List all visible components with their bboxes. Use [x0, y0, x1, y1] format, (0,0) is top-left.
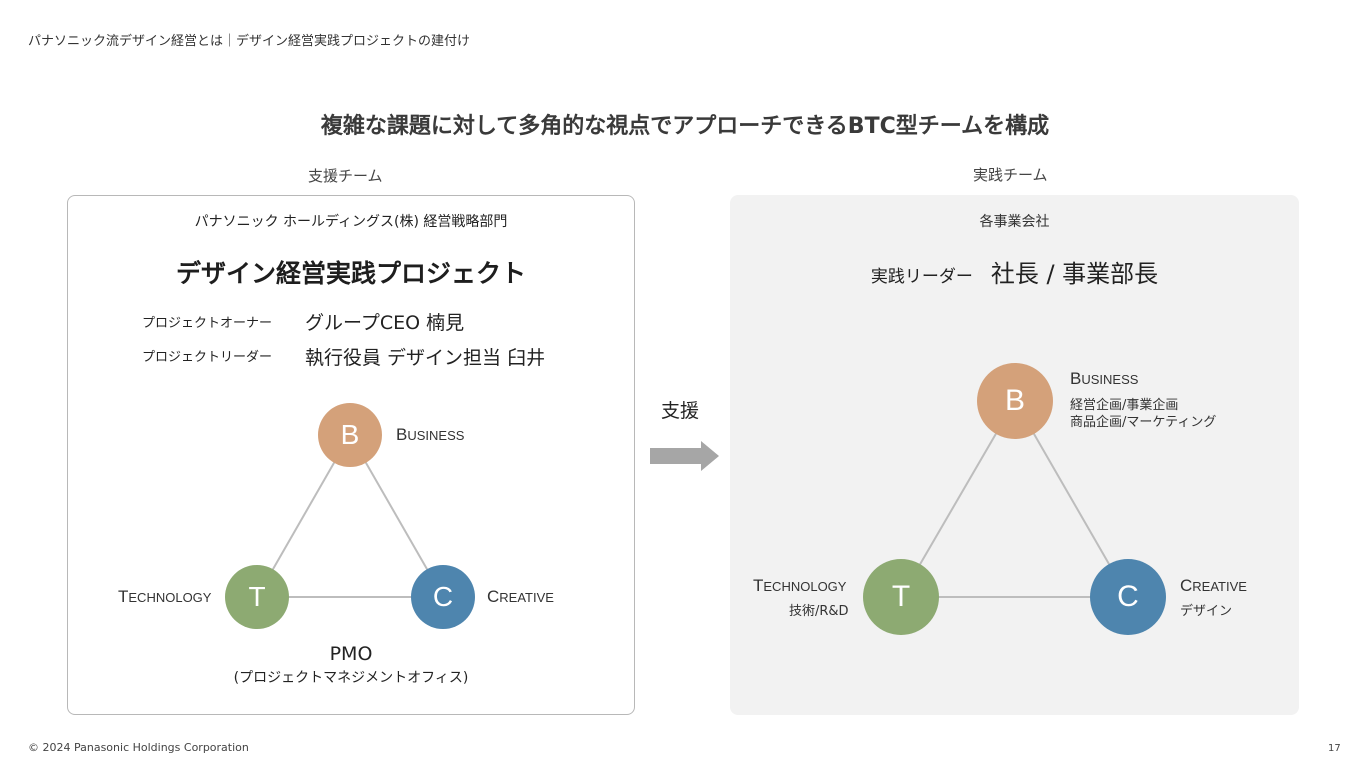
practice-business-initial: B	[1070, 369, 1082, 388]
support-business-initial: B	[396, 425, 408, 444]
practice-business-sub1: 経営企画/事業企画	[1070, 398, 1179, 413]
slide-headline: 複雑な課題に対して多角的な視点でアプローチできるBTC型チームを構成	[320, 114, 1050, 139]
owner-role-value: グループCEO 楠見	[305, 312, 465, 334]
practice-technology-rest: ECHNOLOGY	[763, 579, 847, 594]
support-business-letter: B	[340, 419, 360, 450]
support-creative-letter: C	[432, 581, 454, 612]
practice-leader-label: 実践リーダー	[870, 267, 973, 287]
support-business-label: BUSINESS	[396, 425, 464, 445]
leader-role-value: 執行役員 デザイン担当 臼井	[305, 347, 546, 369]
practice-technology-letter: T	[891, 580, 911, 613]
practice-technology-circle: T	[863, 559, 939, 635]
support-business-circle: B	[318, 403, 382, 467]
practice-leader-value: 社長 / 事業部長	[990, 260, 1159, 288]
practice-business-letter: B	[1004, 384, 1025, 417]
support-arrow-icon	[650, 441, 719, 471]
support-technology-label: TECHNOLOGY	[118, 587, 211, 607]
support-team-label: 支援チーム	[308, 167, 383, 185]
practice-company-name: 各事業会社	[979, 214, 1050, 230]
copyright: © 2024 Panasonic Holdings Corporation	[28, 741, 249, 754]
practice-leader-line: 実践リーダー社長 / 事業部長	[730, 254, 1299, 289]
pmo-sub-label: (プロジェクトマネジメントオフィス)	[233, 670, 469, 686]
support-business-rest: USINESS	[407, 428, 465, 443]
practice-business-sub2: 商品企画/マーケティング	[1070, 415, 1217, 430]
support-technology-rest: ECHNOLOGY	[128, 590, 212, 605]
practice-creative-circle: C	[1090, 559, 1166, 635]
page-number: 17	[1328, 743, 1341, 754]
practice-creative-rest: REATIVE	[1192, 579, 1247, 594]
support-technology-letter: T	[248, 581, 266, 612]
support-technology-circle: T	[225, 565, 289, 629]
support-org-name: パナソニック ホールディングス(株) 経営戦略部門	[194, 214, 508, 230]
practice-technology-sub: 技術/R&D	[789, 604, 849, 619]
practice-creative-sub: デザイン	[1180, 604, 1233, 619]
practice-creative-letter: C	[1117, 580, 1139, 613]
practice-business-rest: USINESS	[1081, 372, 1139, 387]
practice-creative-label: CREATIVE	[1180, 576, 1247, 596]
support-creative-initial: C	[487, 587, 500, 606]
practice-business-label: BUSINESS	[1070, 369, 1138, 389]
practice-creative-initial: C	[1180, 576, 1193, 595]
support-technology-initial: T	[118, 587, 129, 606]
practice-business-circle: B	[977, 363, 1053, 439]
practice-technology-initial: T	[753, 576, 764, 595]
practice-team-label: 実践チーム	[973, 166, 1048, 184]
leader-role-label: プロジェクトリーダー	[142, 350, 273, 365]
support-creative-circle: C	[411, 565, 475, 629]
breadcrumb: パナソニック流デザイン経営とは｜デザイン経営実践プロジェクトの建付け	[28, 34, 471, 49]
practice-technology-label: TECHNOLOGY	[753, 576, 846, 596]
pmo-label: PMO	[329, 643, 373, 665]
project-title: デザイン経営実践プロジェクト	[175, 259, 526, 288]
support-creative-rest: REATIVE	[499, 590, 554, 605]
support-arrow-label: 支援	[661, 400, 700, 422]
owner-role-label: プロジェクトオーナー	[142, 316, 273, 331]
support-creative-label: CREATIVE	[487, 587, 554, 607]
